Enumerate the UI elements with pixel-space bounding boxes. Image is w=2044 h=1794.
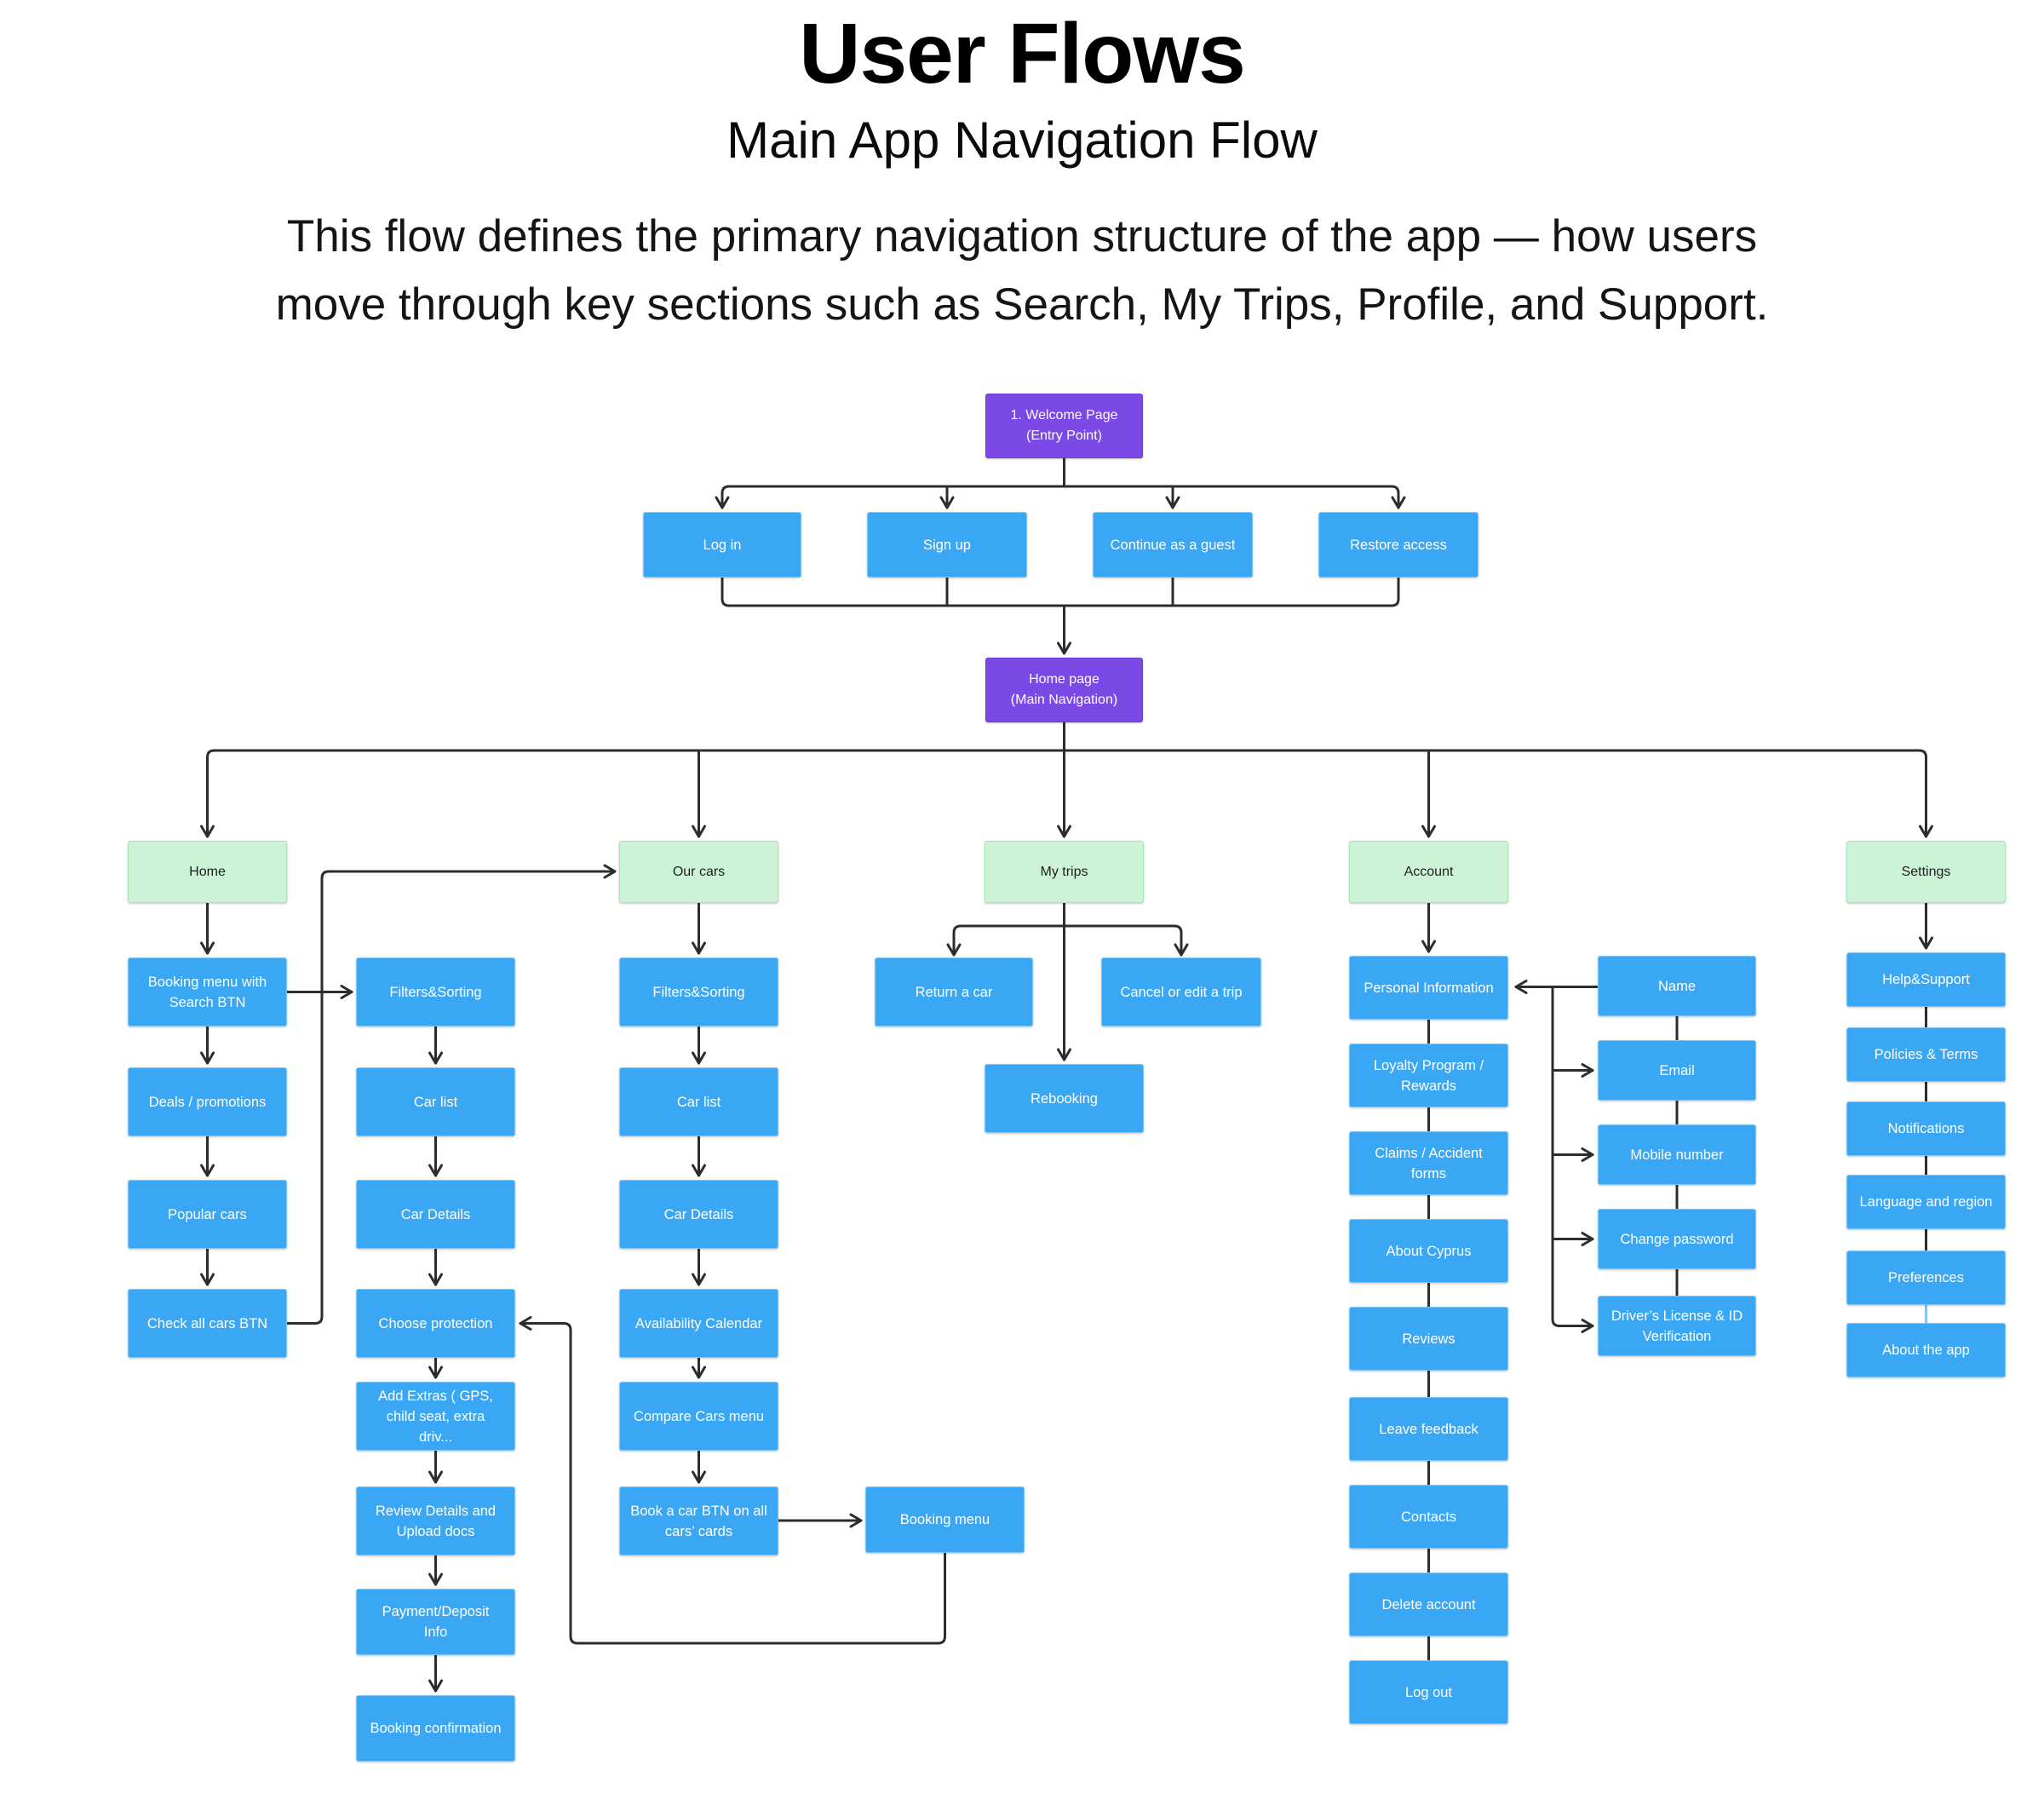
- flow-node-book-car-btn: Book a car BTN on all cars’ cards: [619, 1486, 778, 1555]
- flow-node-personal-information: Personal Information: [1349, 956, 1508, 1020]
- description-line-2: move through key sections such as Search…: [275, 279, 1769, 330]
- flow-node-review-details: Review Details and Upload docs: [356, 1486, 515, 1555]
- flow-node-continue-as-guest: Continue as a guest: [1093, 512, 1253, 578]
- connectors: [200, 457, 1933, 1693]
- flow-node-booking-menu: Booking menu: [865, 1486, 1025, 1553]
- flow-node-add-extras: Add Extras ( GPS, child seat, extra driv…: [356, 1382, 515, 1451]
- flow-node-home-page: Home page (Main Navigation): [985, 658, 1143, 722]
- description-line-1: This flow defines the primary navigation…: [286, 211, 1758, 262]
- flow-node-preferences: Preferences: [1846, 1251, 2006, 1305]
- flow-node-popular-cars: Popular cars: [128, 1180, 287, 1249]
- flow-node-return-car: Return a car: [875, 957, 1033, 1026]
- flow-node-my-trips: My trips: [985, 841, 1144, 903]
- flow-node-rebooking: Rebooking: [985, 1064, 1144, 1133]
- flow-node-compare-cars: Compare Cars menu: [619, 1382, 778, 1451]
- flow-node-claims-accident: Claims / Accident forms: [1349, 1131, 1508, 1195]
- flow-node-restore-access: Restore access: [1318, 512, 1478, 578]
- flow-node-leave-feedback: Leave feedback: [1349, 1397, 1508, 1461]
- flow-node-about-cyprus: About Cyprus: [1349, 1219, 1508, 1283]
- flow-node-drivers-license: Driver’s License & ID Verification: [1598, 1296, 1756, 1356]
- flow-node-help-support: Help&Support: [1846, 952, 2006, 1007]
- flow-node-policies-terms: Policies & Terms: [1846, 1027, 2006, 1082]
- flow-node-email: Email: [1598, 1040, 1756, 1101]
- flow-node-loyalty-program: Loyalty Program / Rewards: [1349, 1044, 1508, 1107]
- flow-node-log-in: Log in: [643, 512, 801, 578]
- flow-node-cancel-edit-trip: Cancel or edit a trip: [1101, 957, 1261, 1026]
- flow-node-settings: Settings: [1846, 841, 2006, 903]
- flow-node-car-details-home: Car Details: [356, 1180, 515, 1249]
- flow-node-name: Name: [1598, 956, 1756, 1016]
- flow-node-reviews: Reviews: [1349, 1307, 1508, 1371]
- flow-node-home: Home: [128, 841, 287, 903]
- flow-node-contacts: Contacts: [1349, 1485, 1508, 1549]
- page-subtitle: Main App Navigation Flow: [726, 112, 1318, 169]
- flow-node-sign-up: Sign up: [867, 512, 1027, 578]
- flow-node-change-password: Change password: [1598, 1209, 1756, 1269]
- flow-node-car-list-cars: Car list: [619, 1067, 778, 1136]
- flow-node-booking-confirmation: Booking confirmation: [356, 1695, 515, 1762]
- flow-node-language-region: Language and region: [1846, 1175, 2006, 1229]
- flow-node-welcome-page: 1. Welcome Page (Entry Point): [985, 394, 1143, 458]
- flow-node-availability-calendar: Availability Calendar: [619, 1289, 778, 1358]
- flow-node-car-list-home: Car list: [356, 1067, 515, 1136]
- flow-node-account: Account: [1349, 841, 1508, 903]
- flow-node-log-out: Log out: [1349, 1660, 1508, 1724]
- page-title: User Flows: [799, 6, 1246, 101]
- flow-node-payment-deposit: Payment/Deposit Info: [356, 1589, 515, 1655]
- flow-node-booking-menu-search: Booking menu with Search BTN: [128, 957, 287, 1026]
- flow-node-about-the-app: About the app: [1846, 1323, 2006, 1377]
- flow-node-deals-promotions: Deals / promotions: [128, 1067, 287, 1136]
- flow-node-delete-account: Delete account: [1349, 1573, 1508, 1636]
- flow-node-choose-protection: Choose protection: [356, 1289, 515, 1358]
- flow-node-filters-sorting-cars: Filters&Sorting: [619, 957, 778, 1026]
- flow-node-mobile-number: Mobile number: [1598, 1124, 1756, 1185]
- flow-node-check-all-cars: Check all cars BTN: [128, 1289, 287, 1358]
- flow-node-car-details-cars: Car Details: [619, 1180, 778, 1249]
- flow-node-filters-sorting-home: Filters&Sorting: [356, 957, 515, 1026]
- flow-node-notifications: Notifications: [1846, 1101, 2006, 1156]
- flow-node-our-cars: Our cars: [619, 841, 778, 903]
